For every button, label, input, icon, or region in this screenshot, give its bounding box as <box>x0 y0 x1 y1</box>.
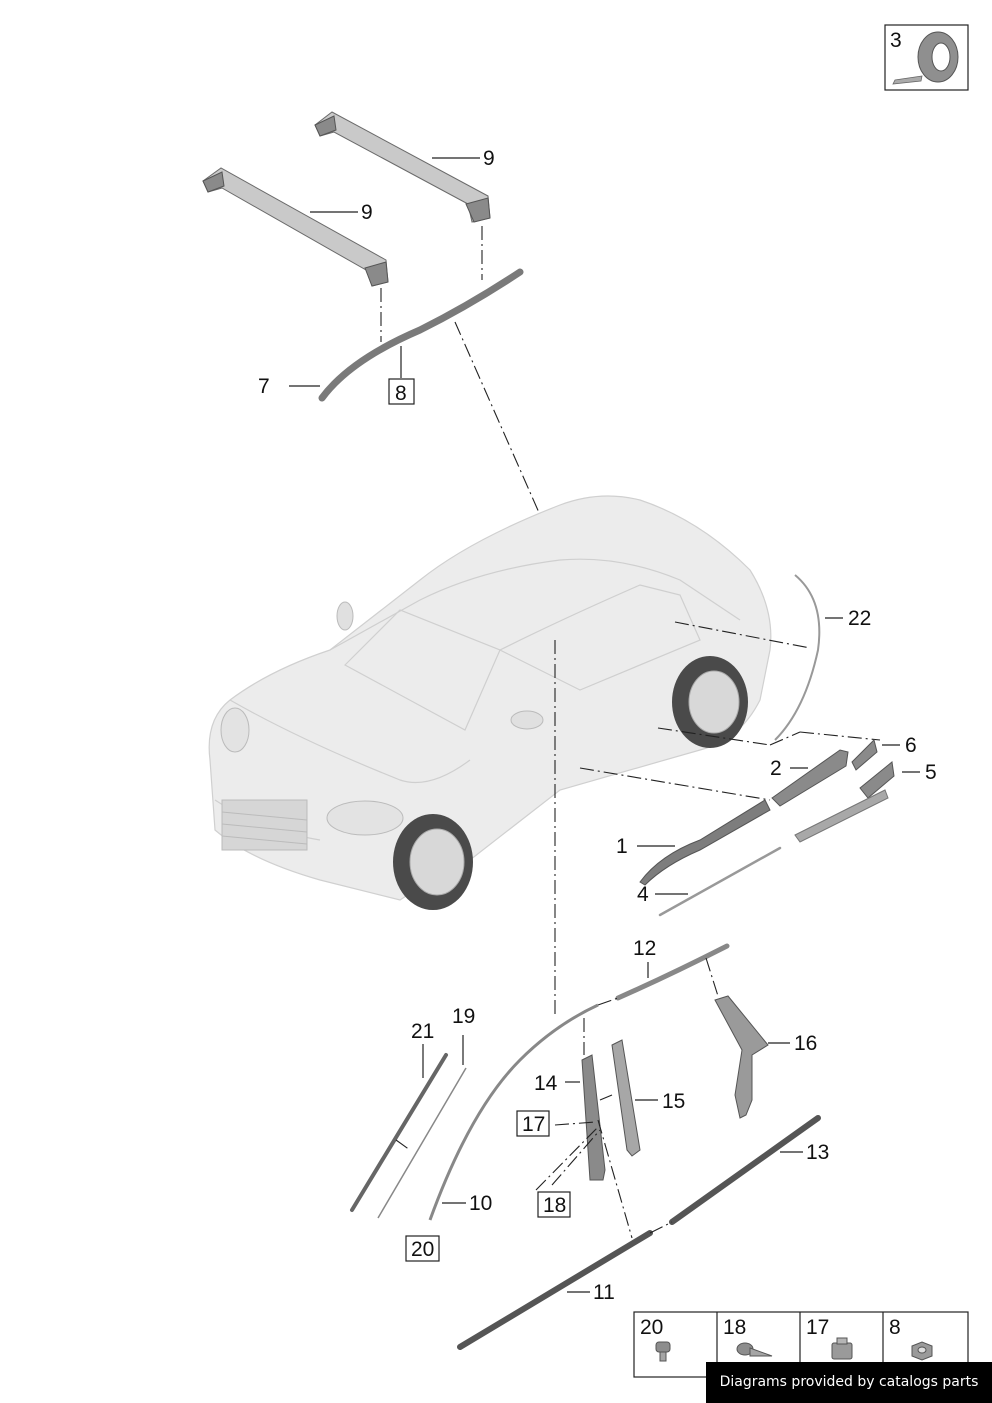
rear-wheel <box>672 656 748 748</box>
callout-11: 11 <box>593 1281 615 1304</box>
fastener-label-18: 18 <box>723 1316 746 1339</box>
part-15-b-pillar-trim <box>611 1039 641 1157</box>
part-1-sill-upper <box>794 789 889 843</box>
part-3-tape-roll: 3 <box>884 24 969 91</box>
callout-21: 21 <box>411 1020 434 1043</box>
part-7-roof-rail <box>318 268 524 402</box>
part-5-sill-end-cap <box>859 761 895 799</box>
attribution-footer: Diagrams provided by catalogs parts <box>706 1362 992 1403</box>
callout-17: 17 <box>522 1113 545 1136</box>
callout-10: 10 <box>469 1192 492 1215</box>
callout-4: 4 <box>637 883 649 906</box>
front-grille <box>221 799 308 851</box>
callout-2: 2 <box>770 757 782 780</box>
part-2-rear-sill-trim <box>771 749 849 807</box>
vehicle-illustration <box>208 495 772 910</box>
part-19-window-seal <box>377 1067 467 1219</box>
part-9-rear-cross-bar <box>314 111 491 223</box>
fastener-label-20: 20 <box>640 1316 663 1339</box>
callout-15: 15 <box>662 1090 685 1113</box>
part-16-rear-quarter-trim <box>714 995 769 1119</box>
callout-22: 22 <box>848 607 871 630</box>
hex-nut-icon <box>911 1341 933 1361</box>
callout-14: 14 <box>534 1072 558 1095</box>
callout-18: 18 <box>543 1194 566 1217</box>
callout-9-rear: 9 <box>483 147 495 170</box>
screw-icon <box>736 1342 773 1357</box>
callout-6: 6 <box>905 734 917 757</box>
part-12-window-frame-upper <box>615 943 730 1001</box>
callout-8: 8 <box>395 382 407 405</box>
callout-9-front: 9 <box>361 201 373 224</box>
part-22-arch-trim <box>774 574 821 741</box>
clip-icon <box>655 1341 671 1362</box>
callout-12: 12 <box>633 937 656 960</box>
part-9-front-cross-bar <box>202 167 389 287</box>
nut-clip-icon <box>831 1337 853 1360</box>
callout-20: 20 <box>411 1238 434 1261</box>
callout-13: 13 <box>806 1141 829 1164</box>
part-1-front-sill-trim <box>639 799 771 886</box>
callout-1: 1 <box>616 835 628 858</box>
part-11-front-belt-strip <box>457 1230 653 1350</box>
callout-5: 5 <box>925 761 937 784</box>
callout-7: 7 <box>258 375 270 398</box>
part-4-sill-seal <box>658 846 782 917</box>
fastener-label-17: 17 <box>806 1316 829 1339</box>
part-21-door-seal <box>350 1053 448 1212</box>
part-6-sill-end-trim <box>851 739 878 771</box>
callout-3: 3 <box>890 29 902 52</box>
part-10-a-pillar-trim <box>428 1003 599 1221</box>
callout-16: 16 <box>794 1032 817 1055</box>
fastener-label-8: 8 <box>889 1316 901 1339</box>
callout-19: 19 <box>452 1005 475 1028</box>
front-wheel <box>393 814 473 910</box>
part-14-b-pillar-cover <box>581 1054 606 1181</box>
part-13-rear-belt-strip <box>669 1115 821 1225</box>
